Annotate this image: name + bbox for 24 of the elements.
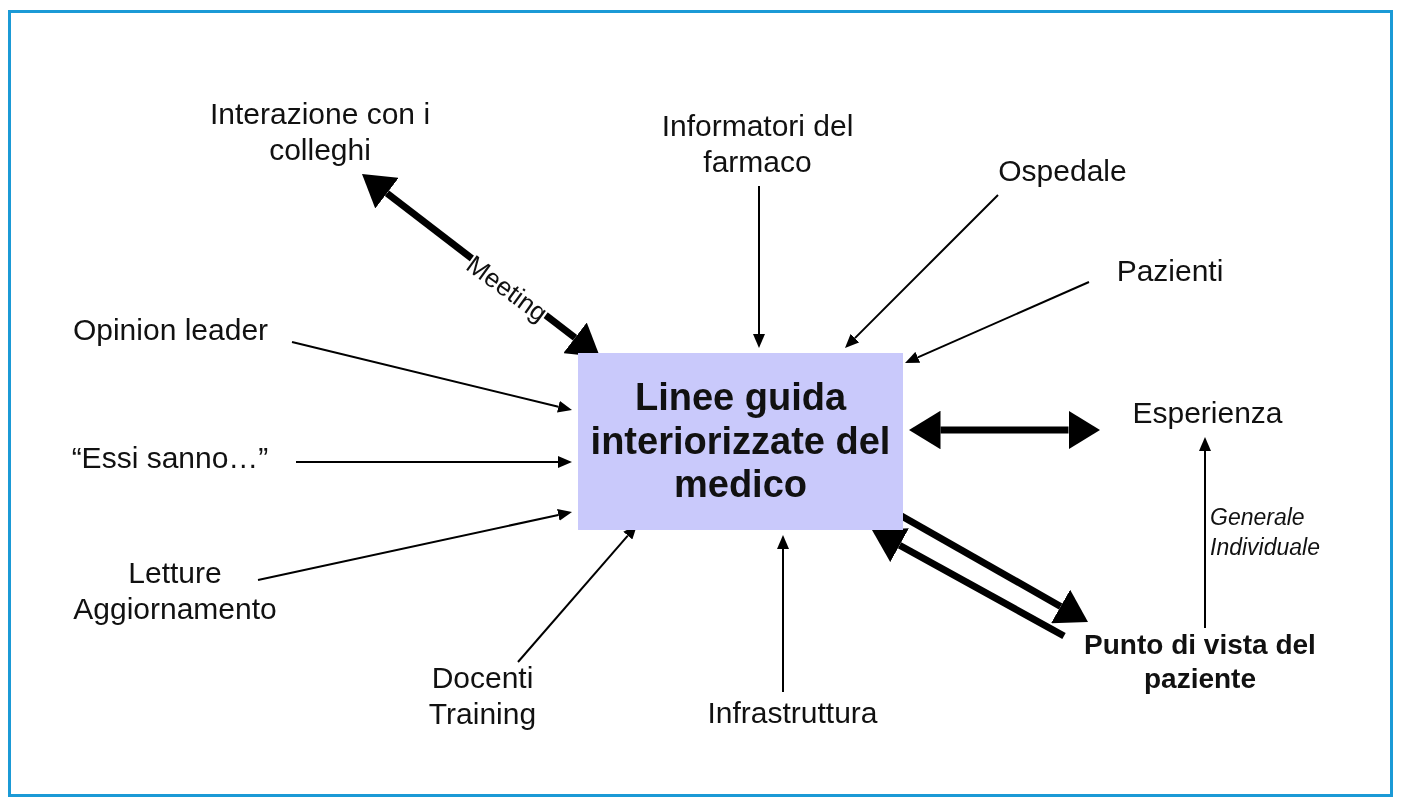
node-label: Punto di vista del paziente [1070, 628, 1330, 696]
node-label: Ospedale [975, 153, 1150, 189]
arrow [906, 281, 1090, 363]
node-label: Letture Aggiornamento [45, 555, 305, 627]
node-label: Infrastruttura [680, 695, 905, 731]
node-label: “Essi sanno…” [40, 440, 300, 476]
node-label: Pazienti [1095, 253, 1245, 289]
process-box [578, 353, 903, 530]
node-label: Informatori del farmaco [645, 108, 870, 180]
arrow [777, 537, 789, 693]
node-label: Interazione con i colleghi [195, 96, 445, 168]
arrow [872, 530, 1066, 640]
arrow [291, 341, 571, 413]
arrow [257, 509, 571, 581]
arrow [846, 194, 999, 347]
node-label: Esperienza [1105, 395, 1310, 431]
arrow [753, 185, 765, 346]
arrow [909, 414, 1100, 446]
edge-label: Generale Individuale [1210, 503, 1321, 562]
node-label: Docenti Training [395, 660, 570, 732]
arrow [295, 456, 570, 468]
node-label: Opinion leader [48, 312, 293, 348]
box-text: Linee guida interiorizzate del medico [589, 375, 892, 508]
arrow [1199, 439, 1211, 629]
